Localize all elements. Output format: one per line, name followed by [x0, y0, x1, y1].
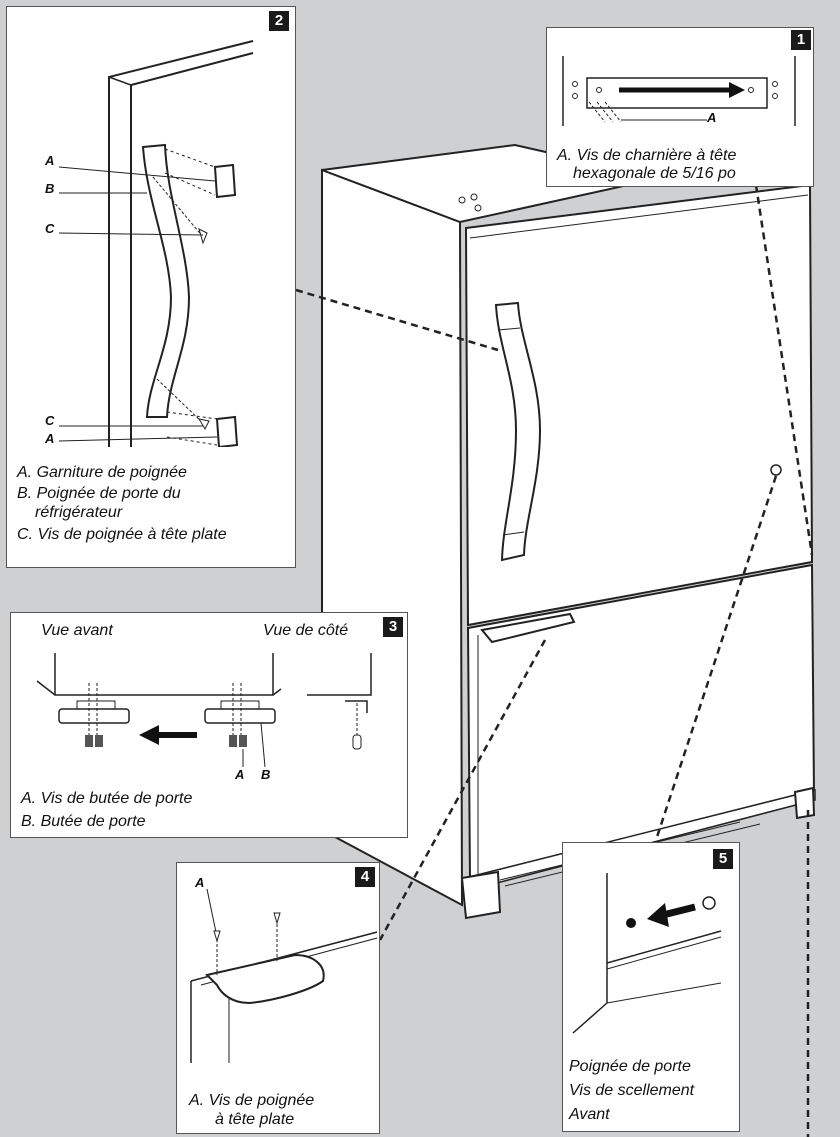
caption-line: à tête plate: [215, 1111, 295, 1128]
direction-arrow: [662, 903, 696, 919]
caption-line: A. Vis de charnière à tête: [557, 147, 737, 164]
caption-line: Vis de scellement: [569, 1082, 695, 1099]
drawer-handle: [480, 612, 576, 644]
caption-line: hexagonale de 5/16 po: [573, 165, 736, 182]
caption-line: A. Garniture de poignée: [17, 464, 187, 481]
marker-a: A: [195, 875, 205, 890]
caption-line: A. Vis de butée de porte: [21, 790, 193, 807]
hinge-drawing: [562, 56, 796, 126]
panel-3-door-stop: 3 Vue avant Vue de côté A B A. Vis de bu…: [10, 612, 408, 838]
label-c: C: [45, 413, 55, 428]
front-foot-right: [793, 786, 816, 820]
caption-line: réfrigérateur: [35, 504, 123, 521]
caption-line: A. Vis de poignée: [189, 1092, 315, 1109]
screw-dot: [626, 918, 636, 928]
screw-hole: [702, 896, 716, 910]
label-a: A: [235, 767, 245, 782]
drawer-handle-drawing: [190, 888, 377, 1063]
side-view-label: Vue de côté: [263, 622, 349, 639]
label-a: A: [45, 153, 55, 168]
caption-line: C. Vis de poignée à tête plate: [17, 526, 227, 543]
door-handle: [494, 301, 542, 562]
handle-drawing: [58, 40, 254, 447]
caption-line: B. Poignée de porte du: [17, 485, 181, 502]
panel-number: 2: [269, 11, 289, 31]
connector-1: [754, 184, 814, 556]
top-hole: [458, 196, 466, 204]
panel-number: 3: [383, 617, 403, 637]
seal-screw-drawing: [572, 873, 722, 1034]
top-hole: [474, 204, 482, 212]
panel-1-hinge: 1 A A. Vis de charnière à tête hexagonal…: [546, 27, 814, 187]
label-c: C: [45, 221, 55, 236]
connector-5: [654, 475, 778, 841]
caption-line: B. Butée de porte: [21, 813, 146, 830]
panel-4-drawer-handle: 4 A A. Vis de poignée à tête plate: [176, 862, 380, 1134]
front-view-label: Vue avant: [41, 622, 113, 639]
panel-number: 4: [355, 867, 375, 887]
panel-number: 5: [713, 849, 733, 869]
label-b: B: [261, 767, 271, 782]
panel-5-seal-screw: 5 Poignée de porte Vis de scellement Ava…: [562, 842, 740, 1132]
panel-number: 1: [791, 30, 811, 50]
caption-line: Avant: [569, 1106, 610, 1123]
marker-a: A: [707, 110, 717, 125]
front-foot-left: [460, 870, 502, 920]
panel-2-door-handle: 2 A B C C A A. Garniture de poignée B. P…: [6, 6, 296, 568]
refrigerator-door: [464, 183, 814, 627]
top-hole: [470, 193, 478, 201]
connector-4: [378, 639, 547, 941]
seal-screw-hole: [770, 464, 782, 476]
door-stop-drawing: [36, 653, 372, 768]
label-a: A: [45, 431, 55, 446]
caption-line: Poignée de porte: [569, 1058, 691, 1075]
label-b: B: [45, 181, 55, 196]
